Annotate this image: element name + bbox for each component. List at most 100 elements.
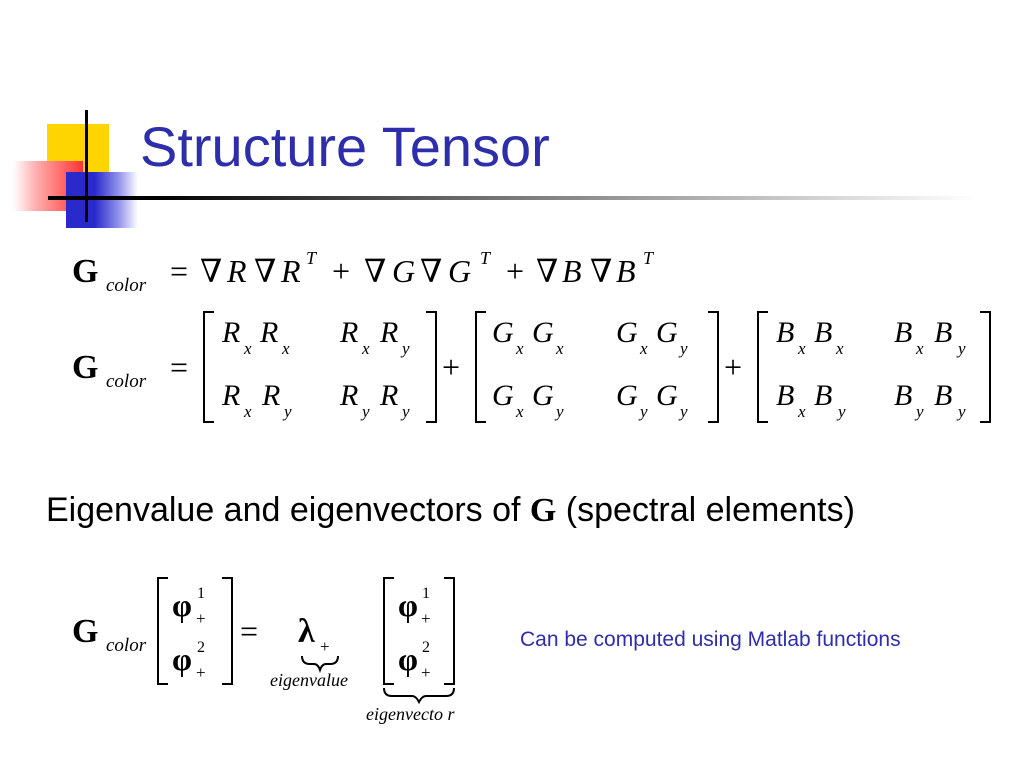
matrix-r: R x R x R x R y R x R y R y R y bbox=[203, 311, 437, 423]
equation-2: G color = R x R x R x R y R x bbox=[72, 311, 991, 423]
matrix-b-cell: B bbox=[814, 316, 832, 349]
eq2-plus-1: + bbox=[442, 349, 460, 385]
slide-title: Structure Tensor bbox=[140, 115, 550, 178]
matrix-b-cell: B bbox=[894, 316, 912, 349]
matrix-g-sub: y bbox=[554, 402, 564, 421]
matrix-r-sub: y bbox=[400, 402, 410, 421]
eq1-g-symbol: G bbox=[72, 253, 98, 290]
eq1-nabla-3: ∇ bbox=[364, 253, 386, 289]
eq1-nabla-5: ∇ bbox=[536, 253, 558, 289]
eq3-g-subscript: color bbox=[106, 635, 147, 656]
matrix-b-cell: B bbox=[776, 379, 794, 412]
eq2-g-symbol: G bbox=[72, 349, 98, 386]
matrix-g-sub: y bbox=[638, 402, 648, 421]
eigenvalue-underbrace bbox=[301, 655, 339, 674]
matrix-g-sub: y bbox=[678, 402, 688, 421]
matrix-b-cell: B bbox=[814, 379, 832, 412]
phi-superscript: 1 bbox=[197, 585, 205, 602]
matrix-b-sub: y bbox=[956, 339, 966, 358]
eq1-channel-g-1: G bbox=[392, 253, 415, 289]
matrix-b-sub: x bbox=[915, 339, 924, 358]
matrix-g-cell: G bbox=[532, 316, 554, 349]
matrix-r-cell: R bbox=[221, 316, 240, 349]
eigen-heading-post: (spectral elements) bbox=[556, 491, 855, 529]
phi-symbol: φ bbox=[398, 641, 418, 677]
matrix-b-sub: y bbox=[914, 402, 924, 421]
matrix-b-sub: y bbox=[836, 402, 846, 421]
matrix-b-cell: B bbox=[776, 316, 794, 349]
eq1-equals: = bbox=[170, 253, 188, 289]
matrix-g-sub: x bbox=[515, 402, 524, 421]
matrix-g-cell: G bbox=[656, 316, 678, 349]
matrix-b-sub: x bbox=[797, 402, 806, 421]
matrix-r-cell: R bbox=[261, 379, 280, 412]
matrix-r-cell: R bbox=[221, 379, 240, 412]
phi-plus-sign: + bbox=[421, 663, 431, 682]
equation-1: G color = ∇ R ∇ R T + ∇ G ∇ G T + ∇ B ∇ … bbox=[72, 248, 655, 296]
eq2-equals: = bbox=[170, 349, 188, 385]
phi-superscript: 1 bbox=[422, 585, 430, 602]
matrix-g-cell: G bbox=[616, 379, 638, 412]
eigen-heading-pre: Eigenvalue and eigenvectors of bbox=[46, 491, 530, 529]
matrix-g-right-bracket bbox=[708, 311, 719, 423]
matrix-b: B x B x B x B y B x B y B y B y bbox=[757, 311, 991, 423]
matrix-r-sub: x bbox=[281, 339, 290, 358]
matrix-r-sub: x bbox=[361, 339, 370, 358]
phi-plus-sign: + bbox=[196, 663, 206, 682]
matrix-g-cell: G bbox=[616, 316, 638, 349]
phi-plus-sign: + bbox=[421, 609, 431, 628]
matrix-r-cell: R bbox=[339, 379, 358, 412]
lambda-plus-sign: + bbox=[320, 637, 330, 656]
eq1-plus-2: + bbox=[506, 253, 524, 289]
phi-superscript: 2 bbox=[422, 639, 430, 656]
matrix-g-sub: x bbox=[639, 339, 648, 358]
phi-symbol: φ bbox=[398, 587, 418, 623]
eq1-g-subscript: color bbox=[106, 275, 147, 296]
matrix-g-sub: x bbox=[515, 339, 524, 358]
eq1-channel-b-1: B bbox=[562, 253, 582, 289]
eigvec-left-bracket-left bbox=[157, 577, 168, 685]
phi-symbol: φ bbox=[172, 641, 192, 677]
matrix-r-cell: R bbox=[379, 379, 398, 412]
eigenvector-underbrace bbox=[383, 687, 455, 705]
matrix-b-cell: B bbox=[934, 316, 952, 349]
matrix-g-cell: G bbox=[656, 379, 678, 412]
eq2-g-subscript: color bbox=[106, 371, 147, 392]
matrix-g-sub: y bbox=[678, 339, 688, 358]
phi-symbol: φ bbox=[172, 587, 192, 623]
eq1-channel-b-2: B bbox=[616, 253, 636, 289]
eigvec-right-bracket-left bbox=[383, 577, 394, 685]
matrix-r-sub: x bbox=[243, 402, 252, 421]
eigen-heading: Eigenvalue and eigenvectors of G (spectr… bbox=[46, 488, 855, 533]
matrix-r-right-bracket bbox=[426, 311, 437, 423]
eq1-channel-g-2: G bbox=[448, 253, 471, 289]
eq1-nabla-1: ∇ bbox=[200, 253, 222, 289]
eq1-transpose-3: T bbox=[643, 248, 655, 268]
decor-vertical-line bbox=[85, 110, 88, 222]
matrix-r-sub: y bbox=[282, 402, 292, 421]
matrix-b-sub: y bbox=[956, 402, 966, 421]
matrix-g-sub: x bbox=[555, 339, 564, 358]
matrix-r-sub: y bbox=[400, 339, 410, 358]
phi-superscript: 2 bbox=[197, 639, 205, 656]
matrix-b-sub: x bbox=[835, 339, 844, 358]
matrix-r-cell: R bbox=[339, 316, 358, 349]
matrix-g: G x G x G x G y G x G y G y G y bbox=[475, 311, 719, 423]
eq1-nabla-4: ∇ bbox=[420, 253, 442, 289]
matlab-note: Can be computed using Matlab functions bbox=[520, 628, 901, 651]
eigenvalue-label: eigenvalue bbox=[270, 670, 348, 690]
title-underline bbox=[48, 196, 978, 200]
eigen-heading-g: G bbox=[529, 492, 557, 529]
eq3-g-symbol: G bbox=[72, 613, 98, 650]
matrix-g-cell: G bbox=[492, 379, 514, 412]
matrix-r-left-bracket bbox=[203, 311, 214, 423]
matrix-r-cell: R bbox=[259, 316, 278, 349]
matrix-r-sub: y bbox=[360, 402, 370, 421]
matrix-r-cell: R bbox=[379, 316, 398, 349]
eq1-nabla-6: ∇ bbox=[590, 253, 612, 289]
eigenvector-label: eigenvecto r bbox=[366, 704, 455, 724]
eq1-channel-r-2: R bbox=[280, 253, 301, 289]
matrix-b-sub: x bbox=[797, 339, 806, 358]
